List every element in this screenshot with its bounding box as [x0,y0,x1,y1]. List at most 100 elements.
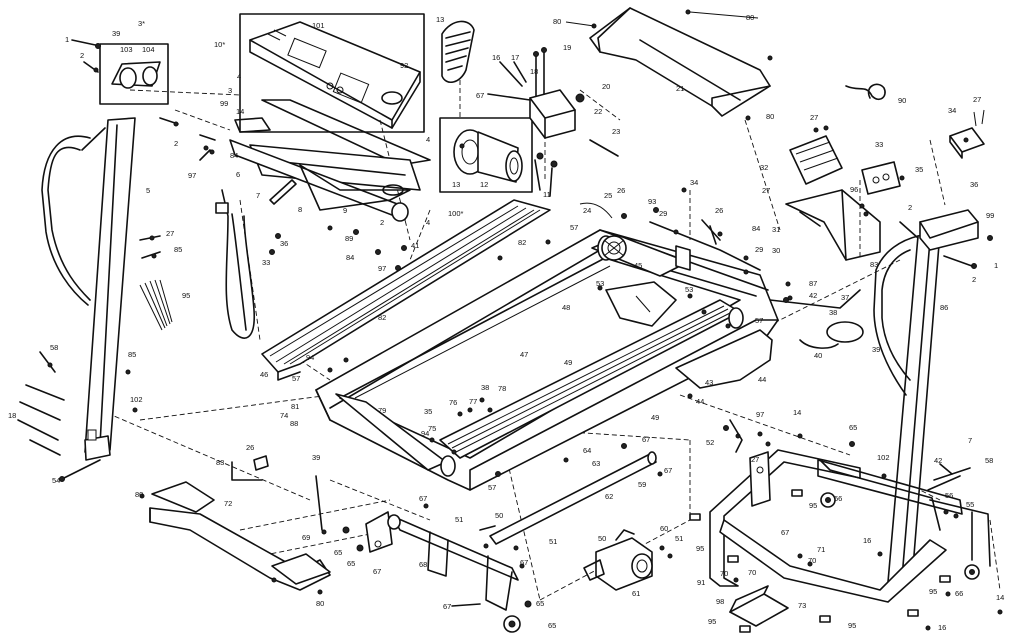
part-label: 95 [696,544,704,553]
part-label: 70 [720,569,728,578]
part-label: 13 [436,15,444,24]
part-label: 25 [604,191,612,200]
lower-left-parts [139,443,663,633]
console-bracket [199,134,411,339]
part-label: 26 [715,206,723,215]
part-label: 99 [986,211,994,220]
part-label: 49 [564,358,572,367]
part-label: 42 [934,456,942,465]
part-label: 3 [228,86,232,95]
part-label: 16 [938,623,946,632]
part-label: 27 [762,186,770,195]
part-label: 49 [651,413,659,422]
part-label: 95 [182,291,190,300]
part-label: 89 [345,234,353,243]
part-label: 8 [298,205,302,214]
part-label: 44 [758,375,766,384]
part-label: 21 [676,84,684,93]
part-label: 51 [455,515,463,524]
part-label: 23 [612,127,620,136]
part-label: 78 [498,384,506,393]
part-label: 45 [634,261,642,270]
part-label: 73 [798,601,806,610]
part-label: 38 [829,308,837,317]
lift-motor [583,529,673,591]
part-label: 80 [135,490,143,499]
part-label: 94 [306,353,314,362]
part-label: 84 [752,224,760,233]
part-label: 83 [216,458,224,467]
part-label: 30 [772,246,780,255]
part-label: 101 [312,21,325,30]
part-label: 96 [850,185,858,194]
part-label: 51 [675,534,683,543]
part-label: 14 [996,593,1004,602]
part-label: 55 [966,500,974,509]
part-label: 63 [592,459,600,468]
drive-belt [441,20,475,83]
part-label: 99 [220,99,228,108]
part-label: 46 [260,370,268,379]
part-label: 18 [530,67,538,76]
part-label: 5 [146,186,150,195]
part-label: 80 [766,112,774,121]
part-label: 80 [553,17,561,26]
part-label: 22 [594,107,602,116]
part-label: 6 [236,170,240,179]
part-label: 10* [214,40,225,49]
part-label: 36 [970,180,978,189]
motor-mount [487,47,619,197]
part-label: 57 [488,483,496,492]
part-label: 67 [419,494,427,503]
part-label: 82 [518,238,526,247]
part-label: 62 [605,492,613,501]
part-label: 71 [817,545,825,554]
part-label: 2 [972,275,976,284]
part-label: 68 [419,560,427,569]
part-label: 58 [50,343,58,352]
part-label: 41 [411,241,419,250]
motor-hood [565,7,773,121]
part-label: 65 [334,548,342,557]
part-label: 70 [808,556,816,565]
part-label: 66 [834,494,842,503]
part-label: 27 [166,229,174,238]
part-label: 88 [290,419,298,428]
part-label: 65 [347,559,355,568]
part-label: 92 [400,61,408,70]
part-label: 56 [945,491,953,500]
base-frame [689,419,1003,633]
part-label: 51 [549,537,557,546]
part-label: 84 [346,253,354,262]
part-label: 91 [697,578,705,587]
part-label: 27 [810,113,818,122]
part-label: 64 [583,446,591,455]
part-label: 31 [772,225,780,234]
part-label: 84 [230,151,238,160]
part-label: 48 [562,303,570,312]
part-label: 83 [870,260,878,269]
part-label: 97 [188,171,196,180]
part-label: 94 [421,429,429,438]
part-label: 67 [476,91,484,100]
part-label: 79 [378,406,386,415]
part-label: 85 [128,350,136,359]
part-label: 7 [256,191,260,200]
part-label: 33 [875,140,883,149]
part-label: 81 [291,402,299,411]
part-label: 26 [617,186,625,195]
part-label: 4 [426,218,430,227]
part-label: 97 [378,264,386,273]
left-upright [41,117,136,461]
part-label: 13 [452,180,460,189]
part-label: 33 [262,258,270,267]
part-label: 59 [638,480,646,489]
part-label: 40 [814,351,822,360]
part-label: 72 [224,499,232,508]
part-label: 44 [696,397,704,406]
part-label: 43 [705,378,713,387]
part-label: 39 [312,453,320,462]
part-label: 36 [280,239,288,248]
